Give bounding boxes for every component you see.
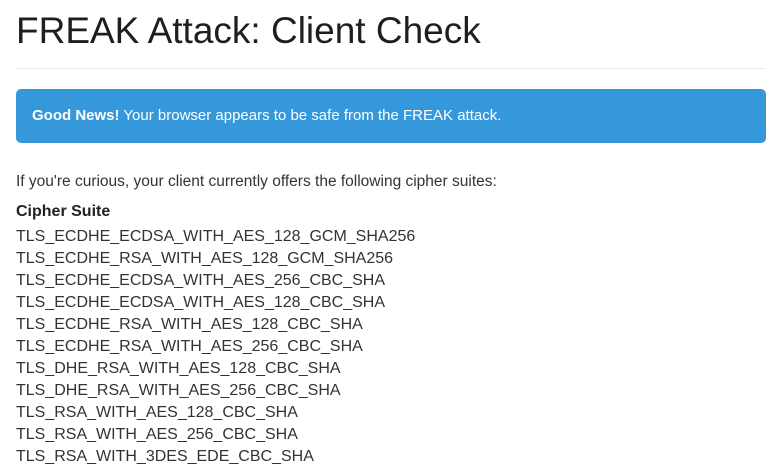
cipher-suite-row: TLS_RSA_WITH_AES_256_CBC_SHA	[16, 426, 298, 443]
title-divider	[16, 68, 766, 69]
status-banner-emphasis: Good News!	[32, 107, 120, 125]
cipher-suite-row: TLS_DHE_RSA_WITH_AES_128_CBC_SHA	[16, 360, 341, 377]
status-banner: Good News! Your browser appears to be sa…	[16, 89, 766, 143]
status-banner-text: Good News! Your browser appears to be sa…	[32, 106, 501, 126]
intro-text: If you're curious, your client currently…	[16, 173, 497, 190]
cipher-suite-row: TLS_RSA_WITH_AES_128_CBC_SHA	[16, 404, 298, 421]
cipher-suite-table: Cipher Suite TLS_ECDHE_ECDSA_WITH_AES_12…	[16, 202, 760, 468]
cipher-suite-row: TLS_ECDHE_ECDSA_WITH_AES_256_CBC_SHA	[16, 272, 386, 289]
cipher-suite-row: TLS_ECDHE_ECDSA_WITH_AES_128_GCM_SHA256	[16, 228, 416, 245]
cipher-suite-row: TLS_ECDHE_RSA_WITH_AES_128_GCM_SHA256	[16, 250, 394, 267]
page-title: FREAK Attack: Client Check	[16, 10, 481, 51]
cipher-suite-row: TLS_DHE_RSA_WITH_AES_256_CBC_SHA	[16, 382, 341, 399]
cipher-suite-row: TLS_RSA_WITH_3DES_EDE_CBC_SHA	[16, 448, 314, 465]
status-banner-message: Your browser appears to be safe from the…	[119, 107, 502, 125]
cipher-suite-row: TLS_ECDHE_ECDSA_WITH_AES_128_CBC_SHA	[16, 294, 386, 311]
cipher-suite-column-header: Cipher Suite	[16, 203, 111, 220]
cipher-suite-row: TLS_ECDHE_RSA_WITH_AES_128_CBC_SHA	[16, 316, 363, 333]
cipher-suite-row: TLS_ECDHE_RSA_WITH_AES_256_CBC_SHA	[16, 338, 363, 355]
